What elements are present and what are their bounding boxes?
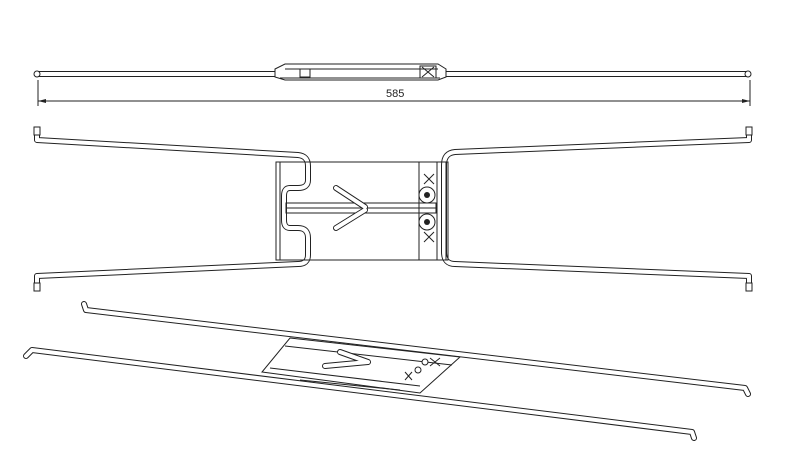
side-view-plate	[274, 63, 447, 81]
plan-plate	[275, 161, 449, 261]
dimension-585: 585	[37, 80, 751, 106]
plan-wires	[33, 126, 753, 292]
dimension-label: 585	[386, 88, 404, 100]
side-view	[33, 63, 752, 81]
plan-view	[33, 126, 753, 292]
bolt-icon	[418, 186, 436, 204]
bolt-icon	[418, 213, 436, 231]
isometric-view	[23, 301, 751, 441]
